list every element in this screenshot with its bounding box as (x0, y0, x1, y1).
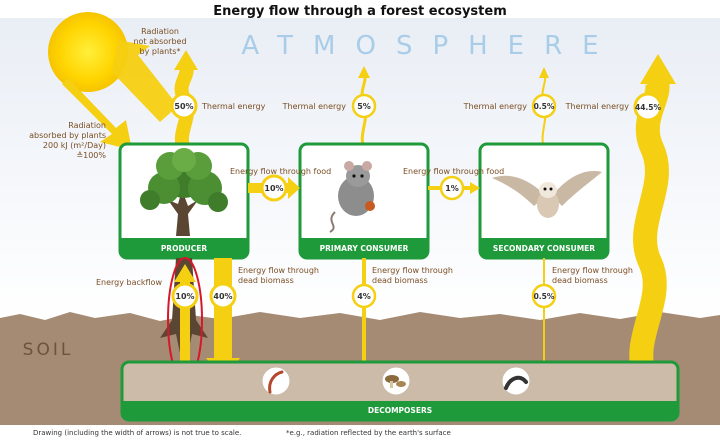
radiation-reflected-arrow (112, 40, 178, 122)
worm-icon (261, 366, 291, 396)
sun-icon (48, 12, 128, 92)
footnote-left: Drawing (including the width of arrows) … (33, 429, 241, 437)
dead-biomass-label-3a: Energy flow through (552, 266, 633, 275)
thermal-label-decomposers: Thermal energy (565, 102, 630, 111)
backflow-arrow: 10% (167, 257, 203, 383)
thermal-value-producer: 50% (174, 102, 193, 111)
food-arrow-1: 10% (248, 174, 300, 202)
primary-consumer-label: PRIMARY CONSUMER (320, 244, 409, 253)
food-value-2: 1% (445, 184, 459, 193)
dead-biomass-label-1b: dead biomass (238, 276, 294, 285)
radiation-absorbed-arrow (62, 78, 132, 150)
thermal-value-secondary: 0.5% (534, 102, 555, 111)
dead-biomass-value-primary: 4% (357, 292, 371, 301)
radiation-not-absorbed-line-3: by plants* (140, 47, 181, 56)
thermal-arrow-decomposers: 44.5% (629, 54, 676, 384)
page-title: Energy flow through a forest ecosystem (213, 4, 507, 19)
footnote-right: *e.g., radiation reflected by the earth'… (286, 429, 451, 437)
owl-icon (492, 171, 602, 218)
thermal-label-secondary: Thermal energy (463, 102, 528, 111)
soil-label: SOIL (23, 340, 74, 360)
food-label-2: Energy flow through food (403, 167, 504, 176)
radiation-not-absorbed-line-1: Radiation (141, 27, 179, 36)
radiation-not-absorbed-line-2: not absorbed (133, 37, 186, 46)
tree-icon (140, 148, 228, 236)
producer-label: PRODUCER (161, 244, 208, 253)
dead-biomass-value-secondary: 0.5% (534, 292, 555, 301)
radiation-absorbed-line-1: Radiation (68, 121, 106, 130)
radiation-absorbed-line-2: absorbed by plants (29, 131, 106, 140)
thermal-arrow-primary: 5% (351, 66, 377, 151)
thermal-value-primary: 5% (357, 102, 371, 111)
food-label-1: Energy flow through food (230, 167, 331, 176)
thermal-label-primary: Thermal energy (282, 102, 347, 111)
dead-biomass-label-2b: dead biomass (372, 276, 428, 285)
radiation-absorbed-line-3: 200 kJ (m²/Day) (43, 141, 106, 150)
footer-strip (0, 425, 720, 439)
backflow-label: Energy backflow (96, 278, 162, 287)
food-arrow-2: 1% (428, 175, 480, 201)
thermal-value-decomposers: 44.5% (635, 103, 662, 112)
dead-biomass-value-producer: 40% (213, 292, 232, 301)
backflow-value: 10% (175, 292, 194, 301)
mouse-icon (329, 161, 375, 233)
dead-biomass-label-2a: Energy flow through (372, 266, 453, 275)
thermal-arrow-producer: 50% (170, 50, 198, 153)
dead-biomass-label-1a: Energy flow through (238, 266, 319, 275)
thermal-arrow-secondary: 0.5% (531, 67, 557, 151)
radiation-absorbed-line-4: ≙100% (76, 151, 106, 160)
dead-biomass-label-3b: dead biomass (552, 276, 608, 285)
atmosphere-label: ATMOSPHERE (241, 31, 618, 61)
secondary-consumer-label: SECONDARY CONSUMER (493, 244, 595, 253)
thermal-label-producer: Thermal energy (201, 102, 266, 111)
food-value-1: 10% (264, 184, 283, 193)
mushroom-icon (381, 366, 411, 396)
millipede-icon (501, 366, 531, 396)
decomposers-label: DECOMPOSERS (368, 406, 432, 415)
